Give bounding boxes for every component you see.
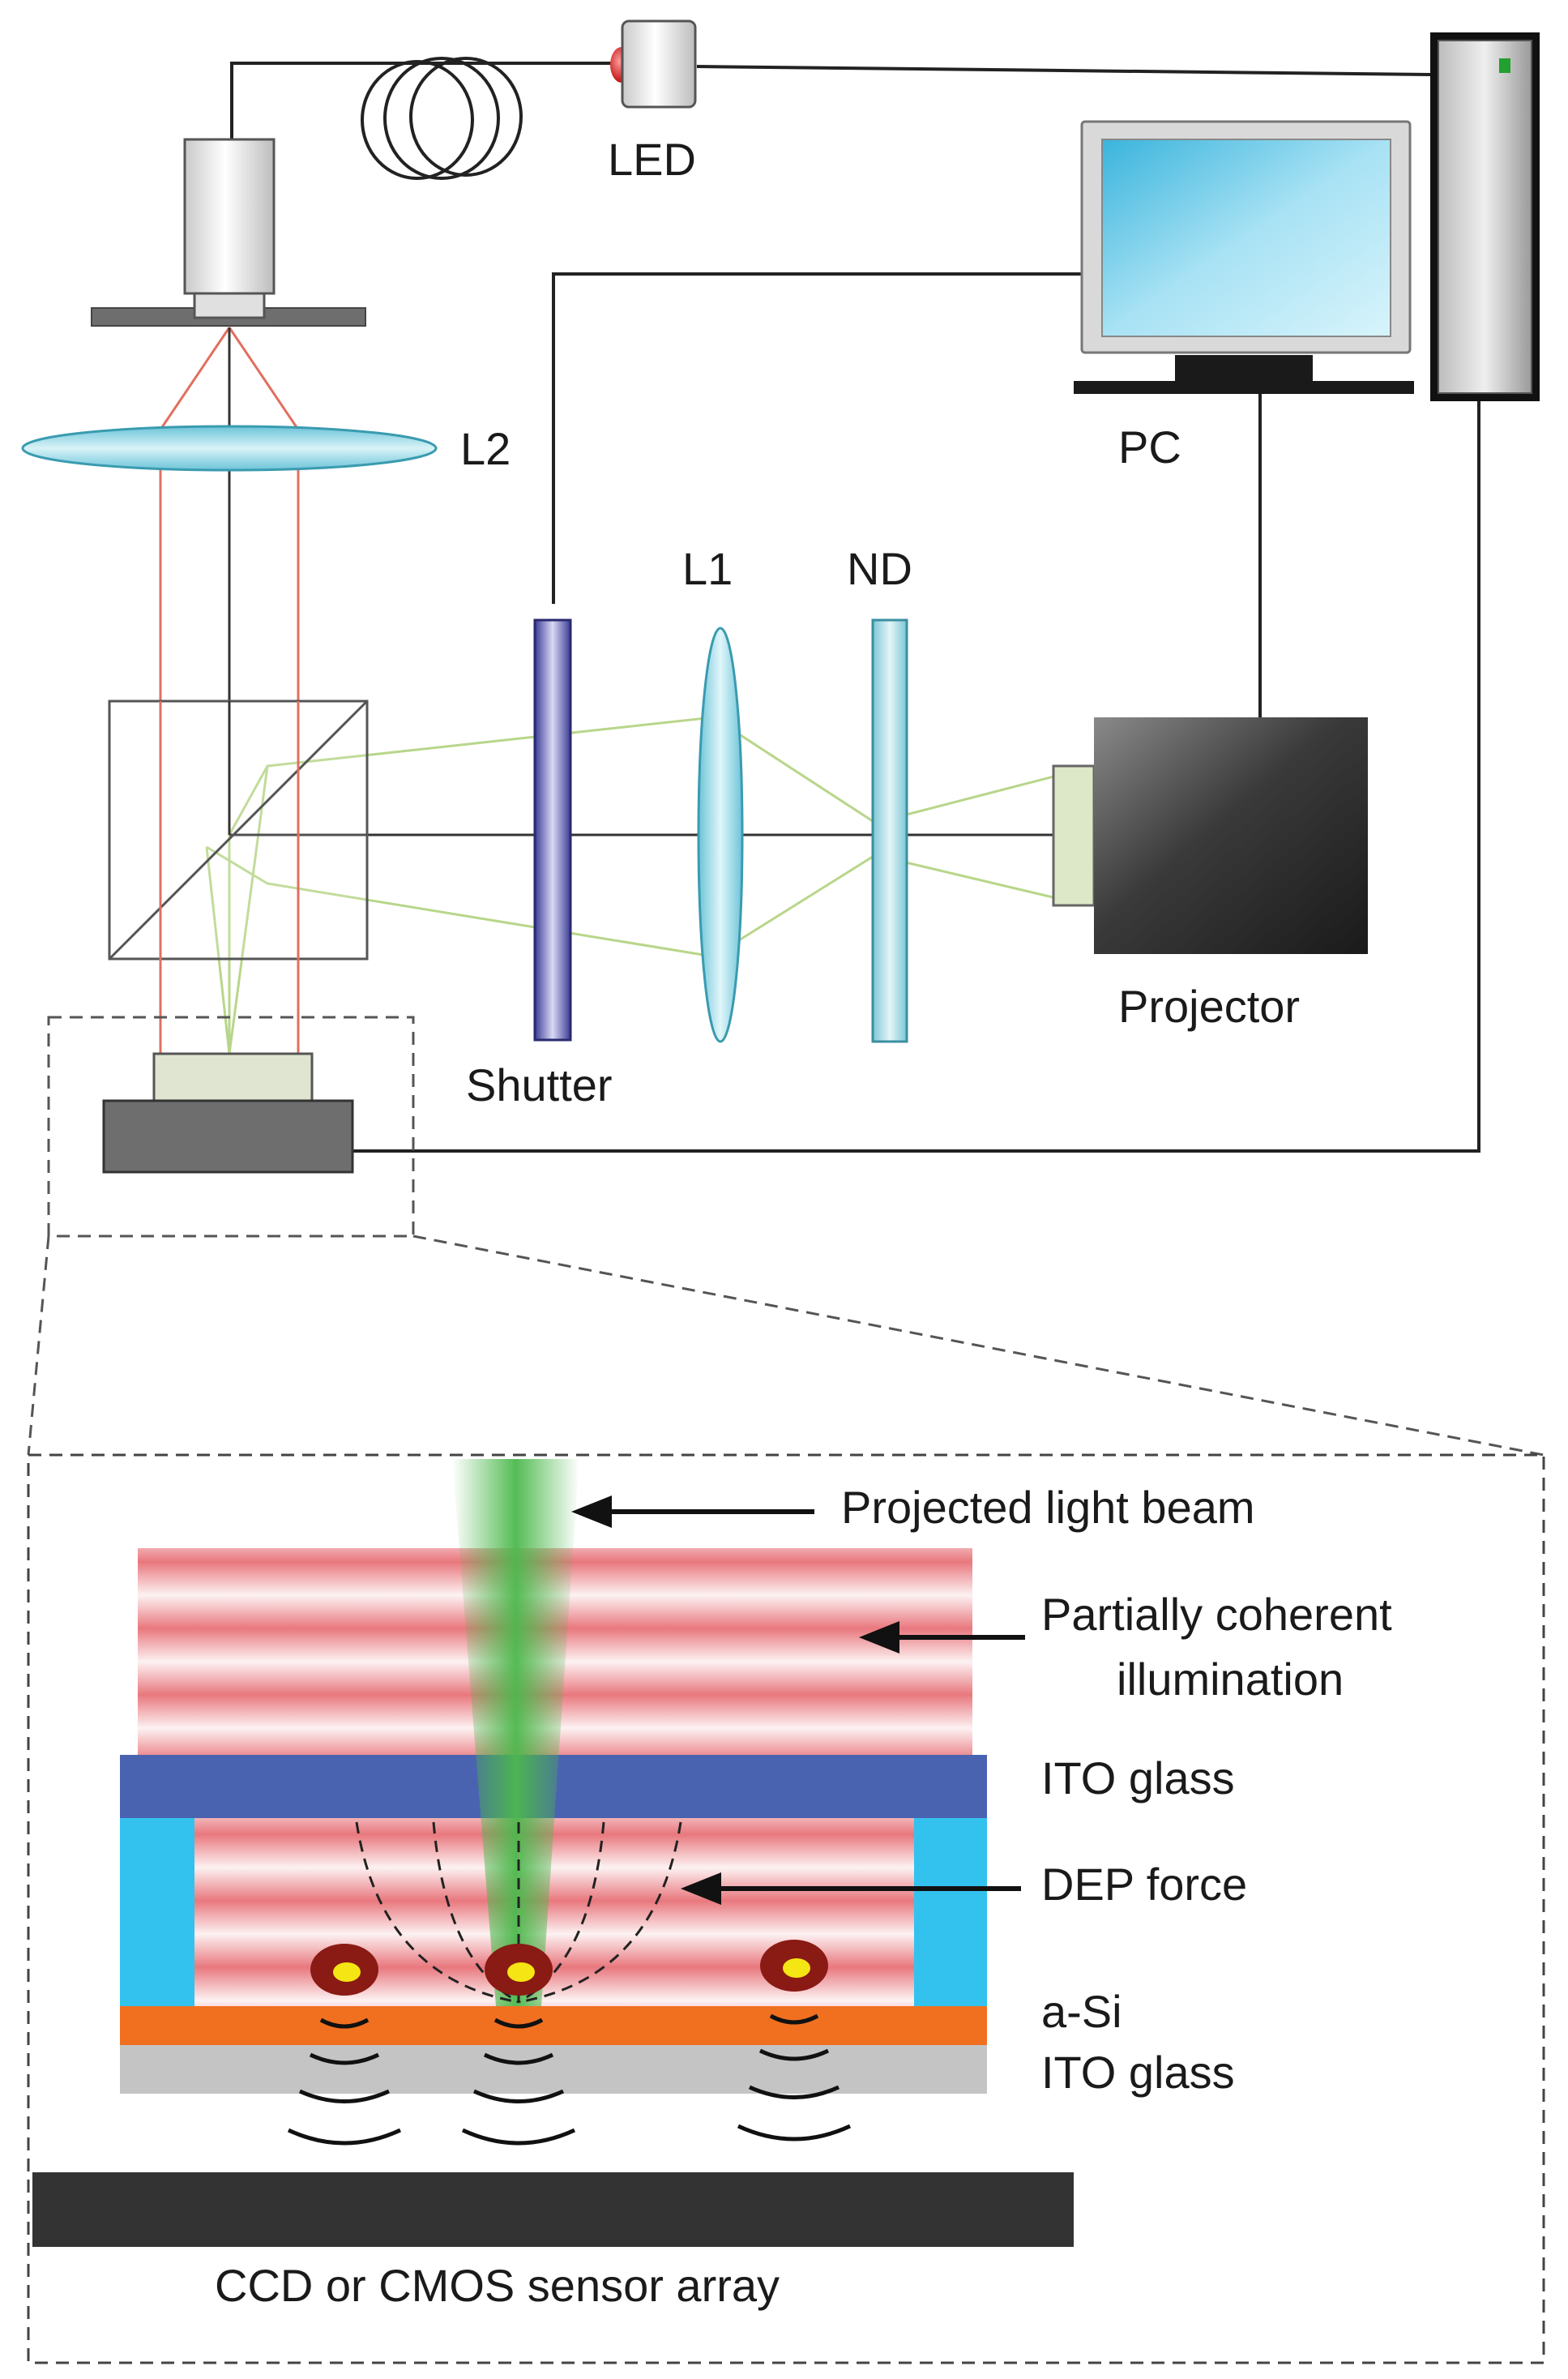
nd-label: ND — [847, 543, 912, 594]
led-icon — [610, 19, 697, 109]
shutter-label: Shutter — [466, 1059, 613, 1110]
projected-beam — [452, 1459, 579, 2006]
asi-layer — [120, 2006, 987, 2045]
projected-beam-label: Projected light beam — [841, 1482, 1255, 1533]
led-label: LED — [608, 134, 696, 185]
zoom-indicator — [27, 1016, 1545, 1457]
beam-splitter-icon — [108, 700, 369, 961]
pc-label: PC — [1118, 421, 1181, 473]
lens-l1 — [697, 627, 744, 1043]
nd-filter — [871, 618, 908, 1043]
illumination-rays-through-cube — [159, 701, 300, 1054]
annotation-arrows — [571, 1495, 1025, 1905]
ito-top-label: ITO glass — [1041, 1752, 1235, 1804]
diffraction-arcs — [287, 2013, 852, 2146]
spacer-left — [120, 1818, 194, 2006]
spacer-right — [914, 1818, 987, 2006]
partial-coherent-label-line1: Partially coherent — [1041, 1589, 1392, 1640]
camera-icon — [91, 138, 366, 327]
sensor-array — [32, 2172, 1074, 2247]
projector-icon — [1052, 717, 1368, 954]
partial-coherent-label-line2: illumination — [1117, 1654, 1344, 1705]
lens-l2 — [21, 425, 438, 472]
detail-frame — [27, 1453, 1545, 2364]
sample-stage — [102, 1052, 354, 1174]
ito-glass-bottom — [120, 2045, 987, 2094]
particles — [310, 1940, 828, 1996]
fiber-coil-icon — [361, 57, 523, 180]
l1-label: L1 — [682, 543, 733, 594]
monitor-icon — [1074, 120, 1414, 394]
projector-label: Projector — [1118, 981, 1301, 1032]
asi-label: a-Si — [1041, 1986, 1122, 2037]
dep-force-label: DEP force — [1041, 1859, 1248, 1910]
computer-tower-icon — [1430, 32, 1540, 401]
shutter — [533, 618, 572, 1042]
dep-field-lines — [355, 1821, 682, 2004]
ito-bottom-label: ITO glass — [1041, 2047, 1235, 2098]
l2-label: L2 — [460, 423, 511, 474]
sensor-label: CCD or CMOS sensor array — [215, 2260, 780, 2311]
